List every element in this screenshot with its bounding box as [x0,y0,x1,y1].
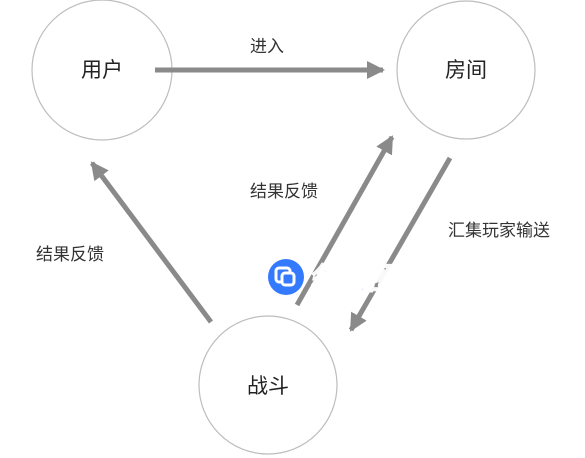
node-room: 房间 [396,0,536,140]
node-room-circle [396,0,536,140]
edge-room-to-battle-label: 汇集玩家输送 [448,221,550,241]
edge-battle-to-room-label: 结果反馈 [250,182,318,202]
node-battle: 战斗 [198,315,338,455]
edge-battle-to-room-arrow [294,135,395,307]
node-battle-label: 战斗 [247,374,289,398]
edge-battle-to-user-arrow [89,161,214,324]
watermark-text: 领域圈 [308,262,403,297]
node-user-label: 用户 [81,58,123,82]
node-room-label: 房间 [445,58,487,82]
node-battle-circle [198,315,338,455]
edge-battle-to-user-label: 结果反馈 [36,245,104,265]
watermark-badge-icon [268,259,304,295]
edge-user-to-room-label: 进入 [250,37,284,57]
edge-room-to-battle-arrow [348,156,453,332]
node-user: 用户 [31,0,173,141]
watermark-logo: 领域圈 [268,259,404,298]
